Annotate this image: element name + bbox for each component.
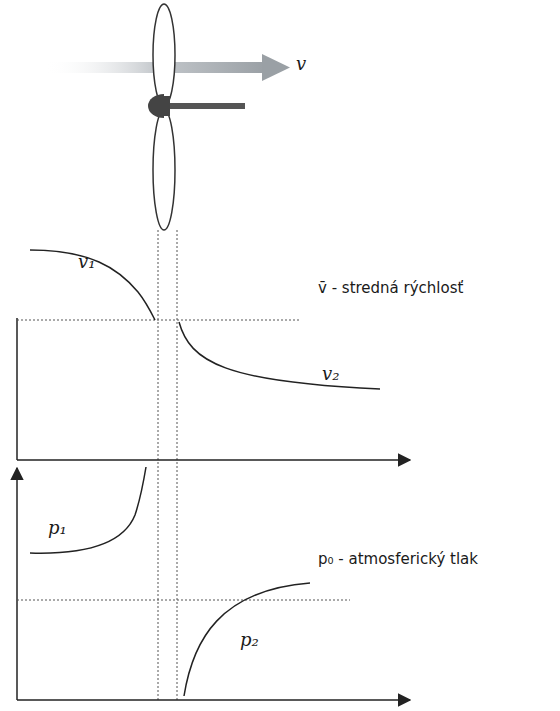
axis — [17, 699, 410, 701]
hub — [164, 96, 170, 116]
symbol-label: v — [296, 54, 306, 74]
symbol-label: p₁ — [48, 518, 67, 538]
symbol-label: p₂ — [240, 630, 259, 650]
axis — [17, 459, 410, 461]
axis — [16, 318, 18, 460]
shaft — [163, 103, 245, 109]
mean-line — [17, 600, 350, 601]
mean-line — [17, 320, 300, 321]
symbol-label: v₁ — [78, 252, 95, 272]
velocity-curve — [30, 250, 155, 320]
pressure-curve — [30, 467, 146, 553]
flow-arrow-head — [262, 54, 290, 81]
velocity-curve — [179, 322, 380, 389]
guide-line — [158, 230, 159, 702]
guide-line — [177, 230, 178, 702]
note-label: p₀ - atmosferický tlak — [318, 551, 478, 568]
symbol-label: v₂ — [322, 364, 339, 384]
blade — [153, 4, 175, 106]
pressure-curve — [184, 583, 310, 696]
blade — [153, 110, 175, 230]
hub — [148, 94, 164, 118]
note-label: v̄ - stredná rýchlosť — [318, 280, 463, 297]
axis — [16, 468, 18, 700]
